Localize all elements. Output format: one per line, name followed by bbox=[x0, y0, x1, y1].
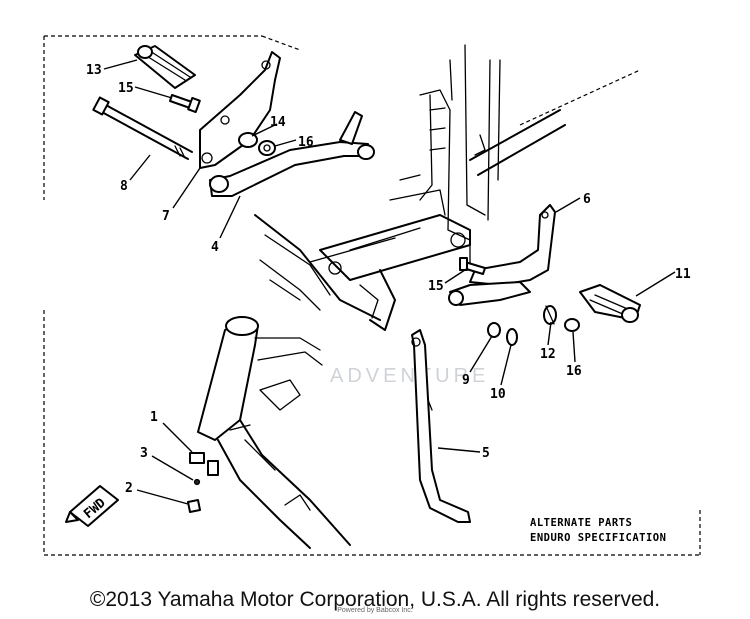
dashed-border bbox=[43, 35, 701, 556]
switch-part bbox=[189, 452, 219, 476]
main-frame bbox=[254, 44, 566, 331]
callout-10: 10 bbox=[490, 387, 506, 402]
side-stand-part bbox=[411, 329, 471, 523]
footrest-bar-part bbox=[209, 111, 375, 197]
watermark-text: ADVENTURE bbox=[330, 365, 489, 387]
callout-7: 7 bbox=[162, 209, 170, 224]
callout-2: 2 bbox=[125, 481, 133, 496]
callout-1: 1 bbox=[150, 410, 158, 425]
fork-assembly bbox=[197, 316, 351, 549]
callout-6: 6 bbox=[583, 192, 591, 207]
callout-3: 3 bbox=[140, 446, 148, 461]
bolt-part bbox=[169, 94, 201, 114]
pin-part bbox=[506, 328, 518, 346]
nut-part-right bbox=[564, 318, 580, 332]
leader-lines bbox=[103, 59, 676, 505]
washer-small-part bbox=[193, 478, 201, 486]
note-line-1: ALTERNATE PARTS bbox=[530, 517, 632, 529]
right-bracket-part bbox=[448, 204, 556, 306]
callout-15-top: 15 bbox=[118, 81, 134, 96]
callout-13: 13 bbox=[86, 63, 102, 78]
footpeg-right-part bbox=[579, 284, 641, 323]
bolt-part-right bbox=[459, 257, 486, 275]
bracket-plate-part bbox=[199, 51, 281, 169]
callout-11: 11 bbox=[675, 267, 691, 282]
note-line-2: ENDURO SPECIFICATION bbox=[530, 532, 666, 544]
callout-12: 12 bbox=[540, 347, 556, 362]
fine-print: Powered by Babcox Inc. bbox=[337, 607, 413, 614]
copyright-text: ©2013 Yamaha Motor Corporation, U.S.A. A… bbox=[89, 588, 661, 611]
callout-15-right: 15 bbox=[428, 279, 444, 294]
nut-part bbox=[258, 140, 276, 156]
callout-labels: 13 15 8 14 16 7 4 6 15 11 12 16 9 10 1 3… bbox=[86, 63, 691, 496]
screw-part bbox=[187, 499, 201, 513]
callout-9: 9 bbox=[462, 373, 470, 388]
fwd-arrow-icon: FWD bbox=[65, 485, 119, 527]
callout-8: 8 bbox=[120, 179, 128, 194]
spring-part bbox=[543, 305, 557, 325]
callout-16-right: 16 bbox=[566, 364, 582, 379]
long-bolt-part bbox=[92, 96, 193, 160]
footpeg-part bbox=[134, 45, 196, 89]
callout-4: 4 bbox=[211, 240, 219, 255]
callout-16-top: 16 bbox=[298, 135, 314, 150]
callout-5: 5 bbox=[482, 446, 490, 461]
washer-part bbox=[487, 322, 501, 338]
callout-14: 14 bbox=[270, 115, 286, 130]
